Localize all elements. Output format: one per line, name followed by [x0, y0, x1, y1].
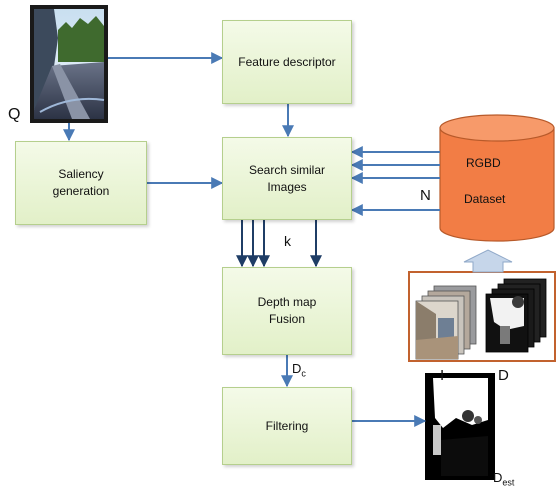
depth-label-line2: Fusion	[268, 312, 305, 326]
dest-label-main: D	[493, 470, 503, 485]
saliency-label-line1: Saliency	[58, 167, 104, 181]
n-label: N	[420, 187, 431, 204]
search-similar-images-box: Search similar Images	[222, 137, 352, 220]
feature-descriptor-label: Feature descriptor	[238, 54, 336, 69]
search-label-line2: Images	[267, 179, 307, 194]
k-label: k	[284, 233, 291, 249]
arrow-dataset-up	[463, 249, 513, 273]
d-label: D	[498, 367, 509, 384]
dataset-label-line1: RGBD	[466, 156, 501, 170]
dataset-label-line2: Dataset	[464, 192, 506, 206]
dc-label: Dc	[292, 361, 306, 379]
filtering-box: Filtering	[222, 387, 352, 465]
depth-map-fusion-box: Depth map Fusion	[222, 267, 352, 355]
query-label: Q	[8, 106, 21, 123]
saliency-label-line2: generation	[52, 184, 110, 198]
filtering-label: Filtering	[265, 418, 309, 433]
feature-descriptor-box: Feature descriptor	[222, 20, 352, 104]
i-label: I	[440, 367, 445, 384]
saliency-generation-box: Saliency generation	[15, 141, 147, 225]
dest-label-sub: est	[502, 477, 515, 488]
dc-label-main: D	[292, 361, 302, 376]
dest-label: Dest	[493, 470, 514, 488]
search-label-line1: Search similar	[248, 162, 326, 177]
dc-label-sub: c	[301, 368, 306, 379]
depth-label-line1: Depth map	[257, 295, 317, 309]
